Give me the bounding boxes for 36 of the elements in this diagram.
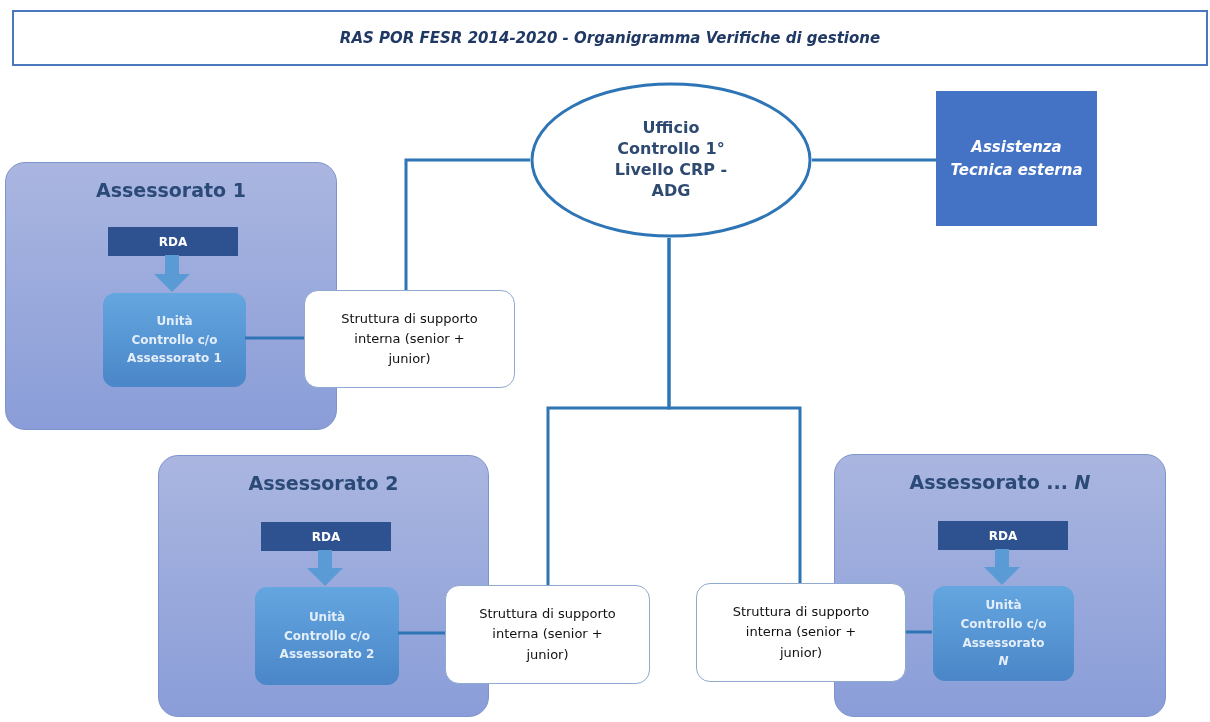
unit-box <box>255 587 399 685</box>
rda-box <box>938 521 1068 550</box>
department-panel <box>5 162 337 430</box>
unit-name: Unità Controllo c/o Assessorato 2 <box>279 609 375 664</box>
rda-label: RDA <box>158 234 188 249</box>
rda-box <box>261 522 391 551</box>
external-box <box>936 91 1097 226</box>
support-box <box>304 290 515 388</box>
connector-line <box>404 158 530 290</box>
connector-line <box>398 631 445 635</box>
unit-name: Unità Controllo c/o Assessorato N <box>959 597 1048 671</box>
title-banner: RAS POR FESR 2014-2020 - Organigramma Verifiche di gestione <box>12 10 1208 66</box>
support-box <box>445 585 650 684</box>
support-box <box>696 583 906 682</box>
unit-box <box>933 586 1074 681</box>
connector-line <box>812 158 936 162</box>
office-ellipse <box>530 82 812 238</box>
unit-box <box>103 293 246 387</box>
department-heading: Assessorato 2 <box>248 472 399 494</box>
unit-name: Unità Controllo c/o Assessorato 1 <box>127 313 222 368</box>
rda-label: RDA <box>311 529 341 544</box>
office-name: Ufficio Controllo 1° Livello CRP - ADG <box>613 118 729 202</box>
support-name: Struttura di supporto interna (senior + junior) <box>731 603 871 662</box>
block-arrow <box>154 255 190 292</box>
rda-label: RDA <box>988 528 1018 543</box>
support-name: Struttura di supporto interna (senior + junior) <box>340 309 479 369</box>
department-heading: Assessorato ... N <box>909 471 1091 493</box>
rda-box <box>108 227 238 256</box>
external-name: Assistenza Tecnica esterna <box>949 137 1084 181</box>
department-heading: Assessorato 1 <box>95 179 246 201</box>
block-arrow <box>984 549 1020 585</box>
block-arrow <box>307 550 343 586</box>
support-name: Struttura di supporto interna (senior + junior) <box>478 605 617 664</box>
connector-line <box>245 336 304 340</box>
connector-line <box>906 630 932 634</box>
connector-line <box>667 238 802 583</box>
